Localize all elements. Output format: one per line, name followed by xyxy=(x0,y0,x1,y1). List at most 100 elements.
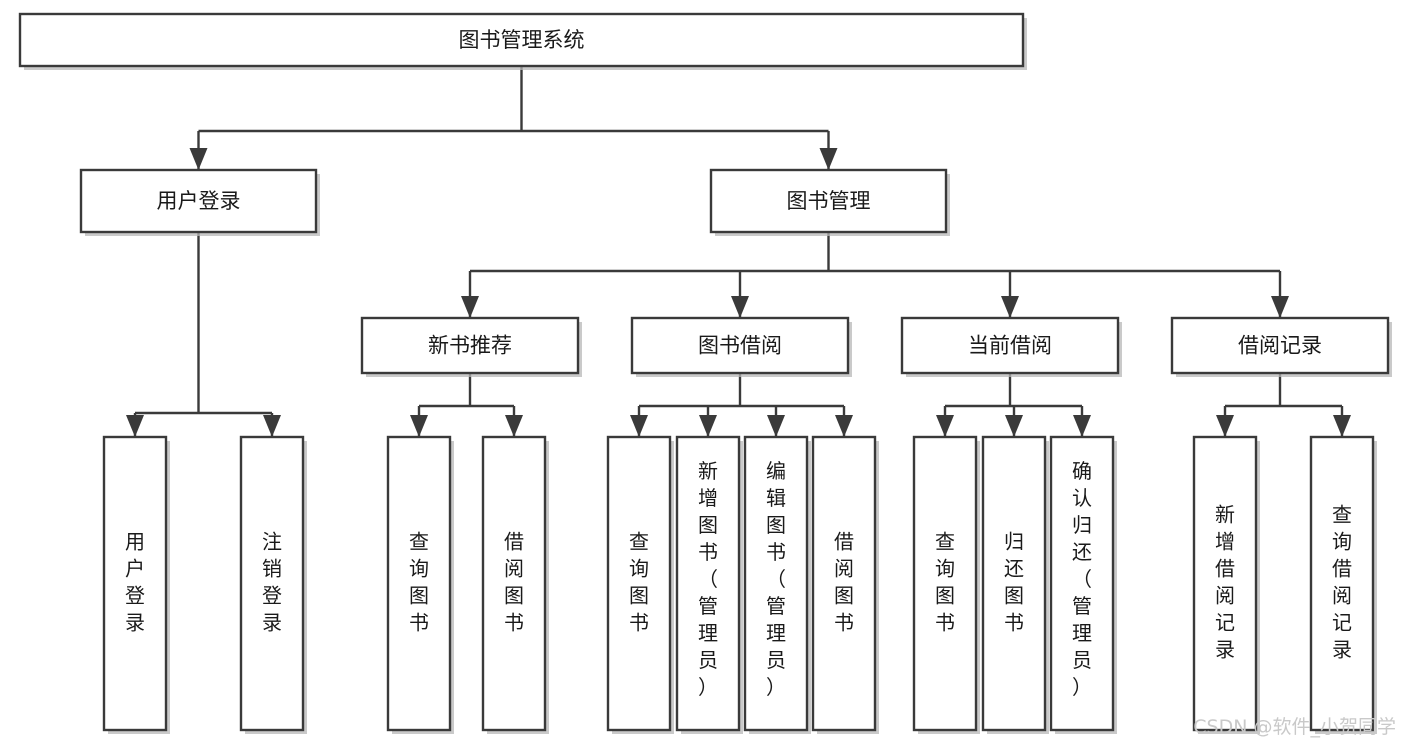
node-box-root[interactable] xyxy=(18,12,1025,68)
node-box-leaf-borrow-book-1[interactable] xyxy=(481,435,547,732)
node-box-leaf-query-book-3[interactable] xyxy=(912,435,978,732)
svg-text:阅: 阅 xyxy=(834,557,854,581)
node-box-leaf-borrow-book-2[interactable] xyxy=(811,435,877,732)
svg-text:归: 归 xyxy=(1072,513,1092,537)
svg-text:书: 书 xyxy=(935,611,955,635)
node-box-leaf-confirm-return[interactable] xyxy=(1049,435,1115,732)
svg-text:员: 员 xyxy=(698,648,718,672)
node-box-new-book-recommend[interactable] xyxy=(360,316,580,375)
svg-text:新: 新 xyxy=(698,459,718,483)
svg-text:图: 图 xyxy=(409,584,429,608)
svg-text:员: 员 xyxy=(766,648,786,672)
svg-text:）: ） xyxy=(766,675,786,699)
svg-text:借: 借 xyxy=(504,530,524,554)
svg-text:）: ） xyxy=(1072,675,1092,699)
svg-text:管: 管 xyxy=(1072,594,1092,618)
svg-text:理: 理 xyxy=(1072,621,1092,645)
svg-text:书: 书 xyxy=(504,611,524,635)
svg-text:询: 询 xyxy=(935,557,955,581)
svg-text:记: 记 xyxy=(1332,611,1352,635)
svg-text:图: 图 xyxy=(1004,584,1024,608)
svg-text:（: （ xyxy=(1072,567,1092,591)
svg-text:增: 增 xyxy=(1215,530,1235,554)
svg-text:图: 图 xyxy=(629,584,649,608)
node-box-leaf-query-book-1[interactable] xyxy=(386,435,452,732)
svg-text:还: 还 xyxy=(1072,540,1092,564)
svg-text:图: 图 xyxy=(504,584,524,608)
node-box-leaf-user-logout[interactable] xyxy=(239,435,305,732)
node-label-root: 图书管理系统 xyxy=(459,28,585,52)
svg-text:借: 借 xyxy=(834,530,854,554)
node-box-leaf-edit-book[interactable] xyxy=(743,435,809,732)
svg-text:录: 录 xyxy=(1332,638,1352,662)
node-box-borrow-record[interactable] xyxy=(1170,316,1390,375)
node-box-leaf-add-record[interactable] xyxy=(1192,435,1258,732)
svg-text:注: 注 xyxy=(262,530,282,554)
svg-text:登: 登 xyxy=(125,584,145,608)
svg-text:阅: 阅 xyxy=(1215,584,1235,608)
svg-text:增: 增 xyxy=(698,486,718,510)
svg-text:阅: 阅 xyxy=(504,557,524,581)
svg-text:录: 录 xyxy=(125,611,145,635)
svg-text:管: 管 xyxy=(766,594,786,618)
node-label-new-book-recommend: 新书推荐 xyxy=(428,334,512,358)
svg-text:询: 询 xyxy=(1332,530,1352,554)
svg-text:用: 用 xyxy=(125,530,145,554)
node-label-book-borrow: 图书借阅 xyxy=(698,334,782,358)
svg-text:书: 书 xyxy=(409,611,429,635)
node-box-leaf-user-login[interactable] xyxy=(102,435,168,732)
svg-text:理: 理 xyxy=(766,621,786,645)
svg-text:图: 图 xyxy=(766,513,786,537)
node-box-book-management[interactable] xyxy=(709,168,948,234)
node-label-user-login: 用户登录 xyxy=(157,189,241,213)
svg-text:图: 图 xyxy=(698,513,718,537)
svg-text:借: 借 xyxy=(1332,557,1352,581)
svg-text:辑: 辑 xyxy=(766,486,786,510)
svg-text:书: 书 xyxy=(698,540,718,564)
svg-text:书: 书 xyxy=(629,611,649,635)
svg-text:查: 查 xyxy=(629,530,649,554)
svg-text:理: 理 xyxy=(698,621,718,645)
connector-layer xyxy=(126,66,1351,437)
node-box-book-borrow[interactable] xyxy=(630,316,850,375)
svg-text:图: 图 xyxy=(834,584,854,608)
svg-text:（: （ xyxy=(698,567,718,591)
svg-text:询: 询 xyxy=(409,557,429,581)
svg-text:阅: 阅 xyxy=(1332,584,1352,608)
node-box-leaf-query-book-2[interactable] xyxy=(606,435,672,732)
svg-text:书: 书 xyxy=(1004,611,1024,635)
node-box-user-login[interactable] xyxy=(79,168,318,234)
node-box-leaf-return-book[interactable] xyxy=(981,435,1047,732)
svg-text:书: 书 xyxy=(834,611,854,635)
svg-text:）: ） xyxy=(698,675,718,699)
node-label-current-borrow: 当前借阅 xyxy=(968,334,1052,358)
node-box-leaf-query-record[interactable] xyxy=(1309,435,1375,732)
node-box-current-borrow[interactable] xyxy=(900,316,1120,375)
svg-text:查: 查 xyxy=(1332,503,1352,527)
svg-text:记: 记 xyxy=(1215,611,1235,635)
node-box-leaf-add-book[interactable] xyxy=(675,435,741,732)
svg-text:员: 员 xyxy=(1072,648,1092,672)
svg-text:询: 询 xyxy=(629,557,649,581)
svg-text:认: 认 xyxy=(1072,486,1092,510)
svg-text:（: （ xyxy=(766,567,786,591)
svg-text:查: 查 xyxy=(409,530,429,554)
svg-text:新: 新 xyxy=(1215,503,1235,527)
svg-text:户: 户 xyxy=(125,557,145,581)
svg-text:查: 查 xyxy=(935,530,955,554)
svg-text:借: 借 xyxy=(1215,557,1235,581)
